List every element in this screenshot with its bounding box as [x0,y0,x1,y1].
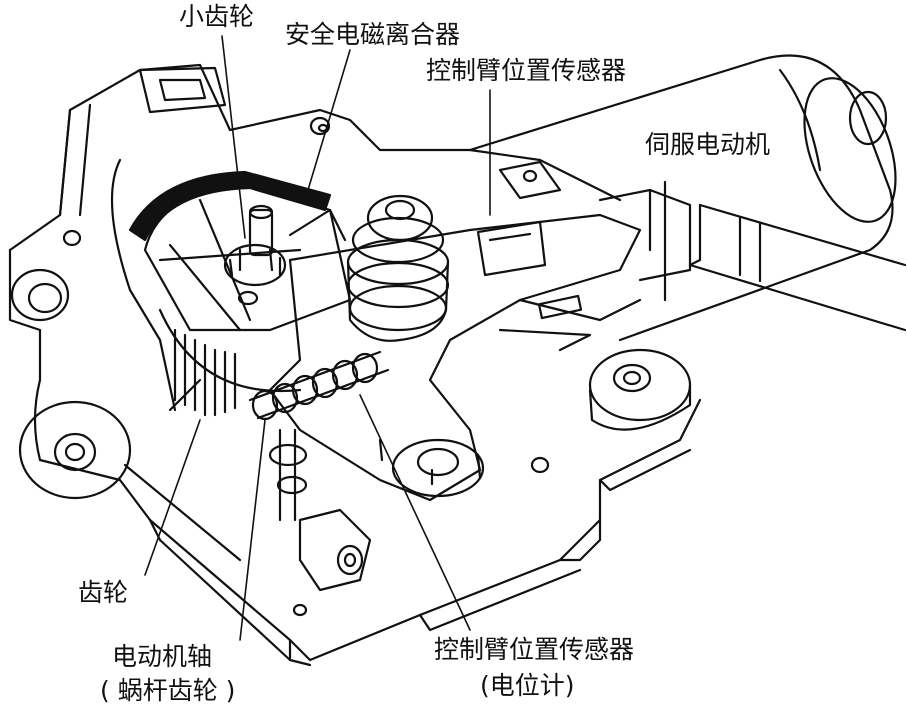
servo-motor [468,54,897,342]
large-gear [143,183,352,417]
safety-clutch [346,194,450,342]
control-arm [268,213,642,502]
leader-lines [144,35,491,641]
label-servo-motor: 伺服电动机 [645,130,771,159]
clutch-band [128,170,332,242]
label-safety-clutch: 安全电磁离合器 [285,20,461,49]
potentiometer [378,438,485,498]
arm-sensor-top [476,160,562,277]
label-pinion: 小齿轮 [179,2,255,31]
label-arm-sensor-bottom: 控制臂位置传感器 [434,635,635,664]
pinion [223,204,347,306]
label-potentiometer: (电位计) [480,671,575,700]
left-mounts [10,229,132,500]
lower-bolt-block [292,116,550,617]
label-gear: 齿轮 [78,578,129,607]
housing [8,63,702,667]
label-arm-sensor-top: 控制臂位置传感器 [426,56,627,85]
right-pulley [588,348,692,431]
label-worm-gear: ( 蜗杆齿轮 ) [100,676,236,705]
cable-connector [598,180,907,332]
worm-gear [248,350,390,522]
label-motor-shaft: 电动机轴 [112,642,213,671]
